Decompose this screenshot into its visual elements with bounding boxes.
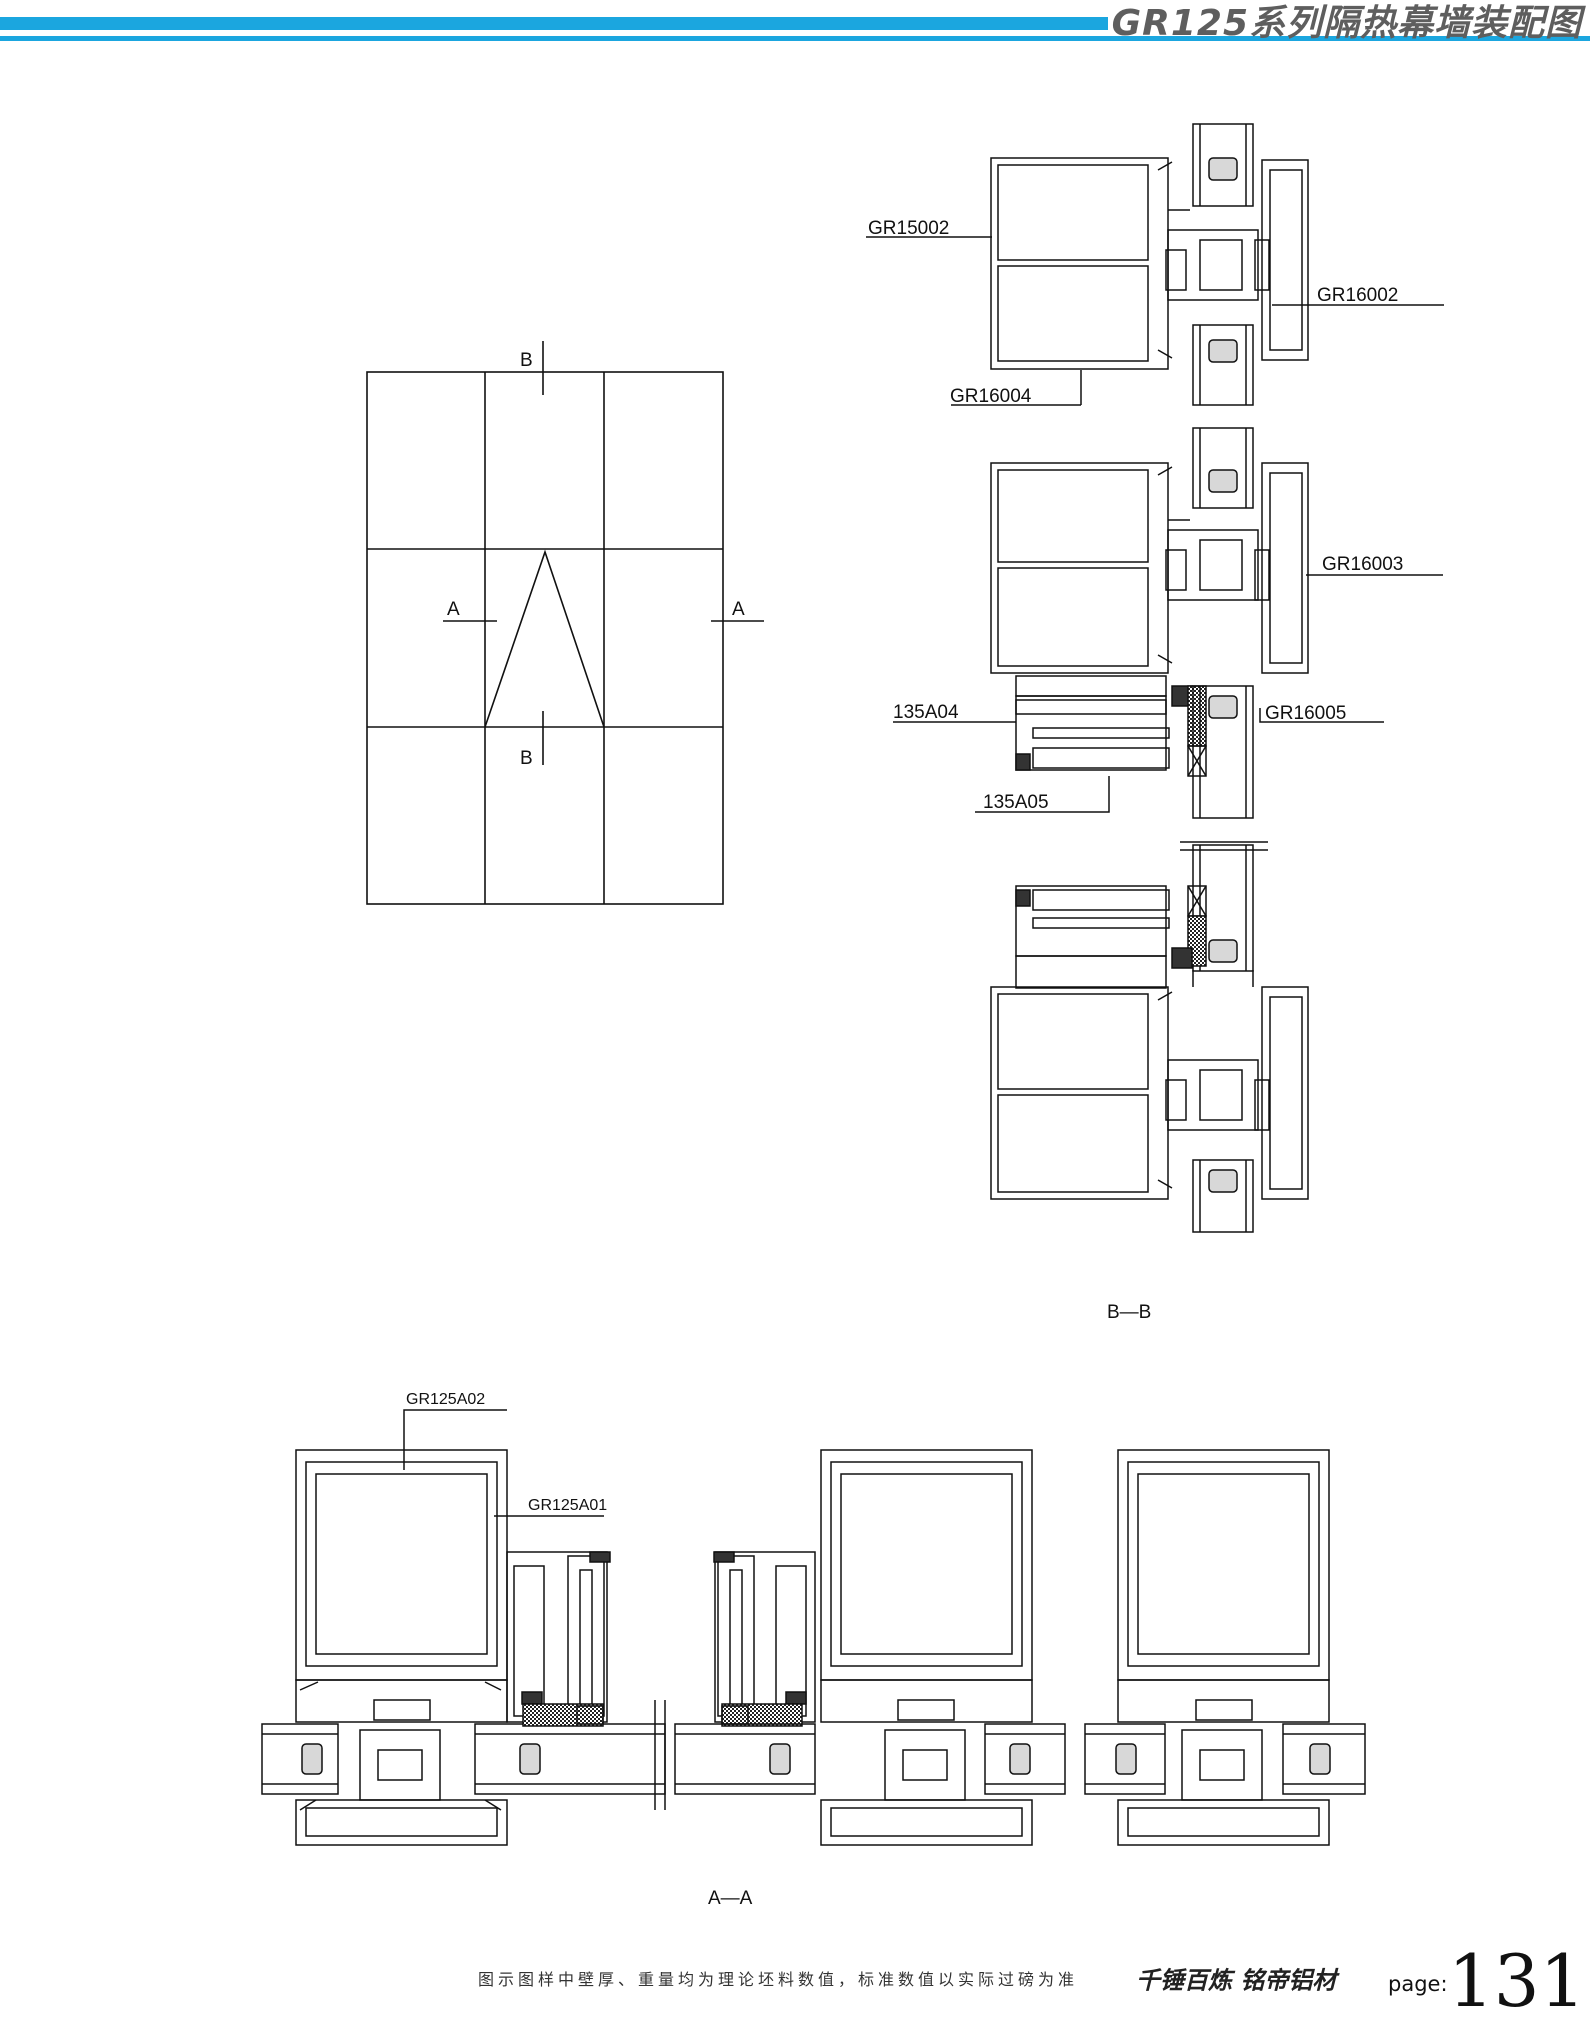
section-aa [261, 1409, 1366, 1846]
section-aa-title: A—A [708, 1888, 753, 1909]
elevation-frame [366, 371, 724, 905]
section-bb-title: B—B [1107, 1302, 1151, 1323]
page-number: 131 [1448, 1939, 1586, 2023]
glass-a-6 [1282, 1723, 1366, 1795]
glass-a-2 [474, 1723, 666, 1795]
glass-a-5 [1084, 1723, 1166, 1795]
transom-lower [990, 986, 1173, 1200]
glass-mid-1 [1192, 324, 1254, 406]
footer-brand: 千锤百炼 铭帝铝材 [1136, 1965, 1337, 1995]
mullion-core-3 [1165, 1059, 1259, 1131]
vent-sash-lower [1015, 885, 1193, 989]
label-gr125a02: GR125A02 [406, 1391, 485, 1408]
section-mark-b-bottom: B [520, 748, 533, 769]
header-underline [0, 36, 1590, 41]
glass-a-4 [984, 1723, 1066, 1795]
glass-vent-1 [1192, 685, 1254, 819]
glass-top-1 [1192, 123, 1254, 207]
vent-sash-upper [1015, 675, 1193, 771]
glass-top-2 [1192, 970, 1254, 987]
vent-sash-left [506, 1551, 611, 1723]
label-gr16002: GR16002 [1317, 285, 1398, 306]
vent-sash-right [713, 1551, 816, 1723]
section-bb [866, 123, 1444, 1233]
header-accent-bar [0, 17, 1108, 30]
insulating-gasket [522, 1703, 604, 1727]
glass-a-3 [674, 1723, 816, 1795]
glass-bottom [1192, 1159, 1254, 1233]
label-gr16005: GR16005 [1265, 703, 1346, 724]
section-mark-b-top: B [520, 350, 533, 371]
setting-block [1187, 745, 1207, 777]
insulating-gasket [1187, 685, 1207, 747]
mullion-right [1117, 1449, 1330, 1846]
pressure-plate-lower [1254, 986, 1309, 1200]
pressure-plate-gr16002 [1254, 159, 1309, 361]
mullion-core-2 [1165, 529, 1259, 601]
open-vent-symbol [484, 549, 605, 728]
label-135a04: 135A04 [893, 702, 959, 723]
glass-mid-2 [1192, 427, 1254, 509]
pressure-plate-gr16003 [1254, 462, 1309, 674]
label-gr125a01: GR125A01 [528, 1497, 607, 1514]
section-mark-a-left: A [447, 599, 460, 620]
transom-middle [990, 462, 1190, 674]
glass-a-1 [261, 1723, 339, 1795]
section-mark-a-right: A [732, 599, 745, 620]
elevation-view [366, 341, 764, 905]
label-135a05: 135A05 [983, 792, 1049, 813]
page-title: GR125系列隔热幕墙装配图 [1111, 3, 1582, 44]
footer-page-label: page: [1388, 1972, 1448, 1996]
leader-lines [866, 236, 1444, 813]
label-gr16003: GR16003 [1322, 554, 1403, 575]
mullion-left [295, 1449, 508, 1846]
mullion-core-1 [1165, 229, 1259, 301]
footer-note: 图示图样中壁厚、重量均为理论坯料数值，标准数值以实际过磅为准 [478, 1970, 1079, 1989]
label-gr16004: GR16004 [950, 386, 1032, 407]
mullion-middle [820, 1449, 1033, 1846]
glass-vent-2 [1192, 844, 1254, 972]
transom-upper [990, 157, 1190, 370]
label-gr15002: GR15002 [868, 218, 949, 239]
leader-lines [403, 1409, 604, 1517]
